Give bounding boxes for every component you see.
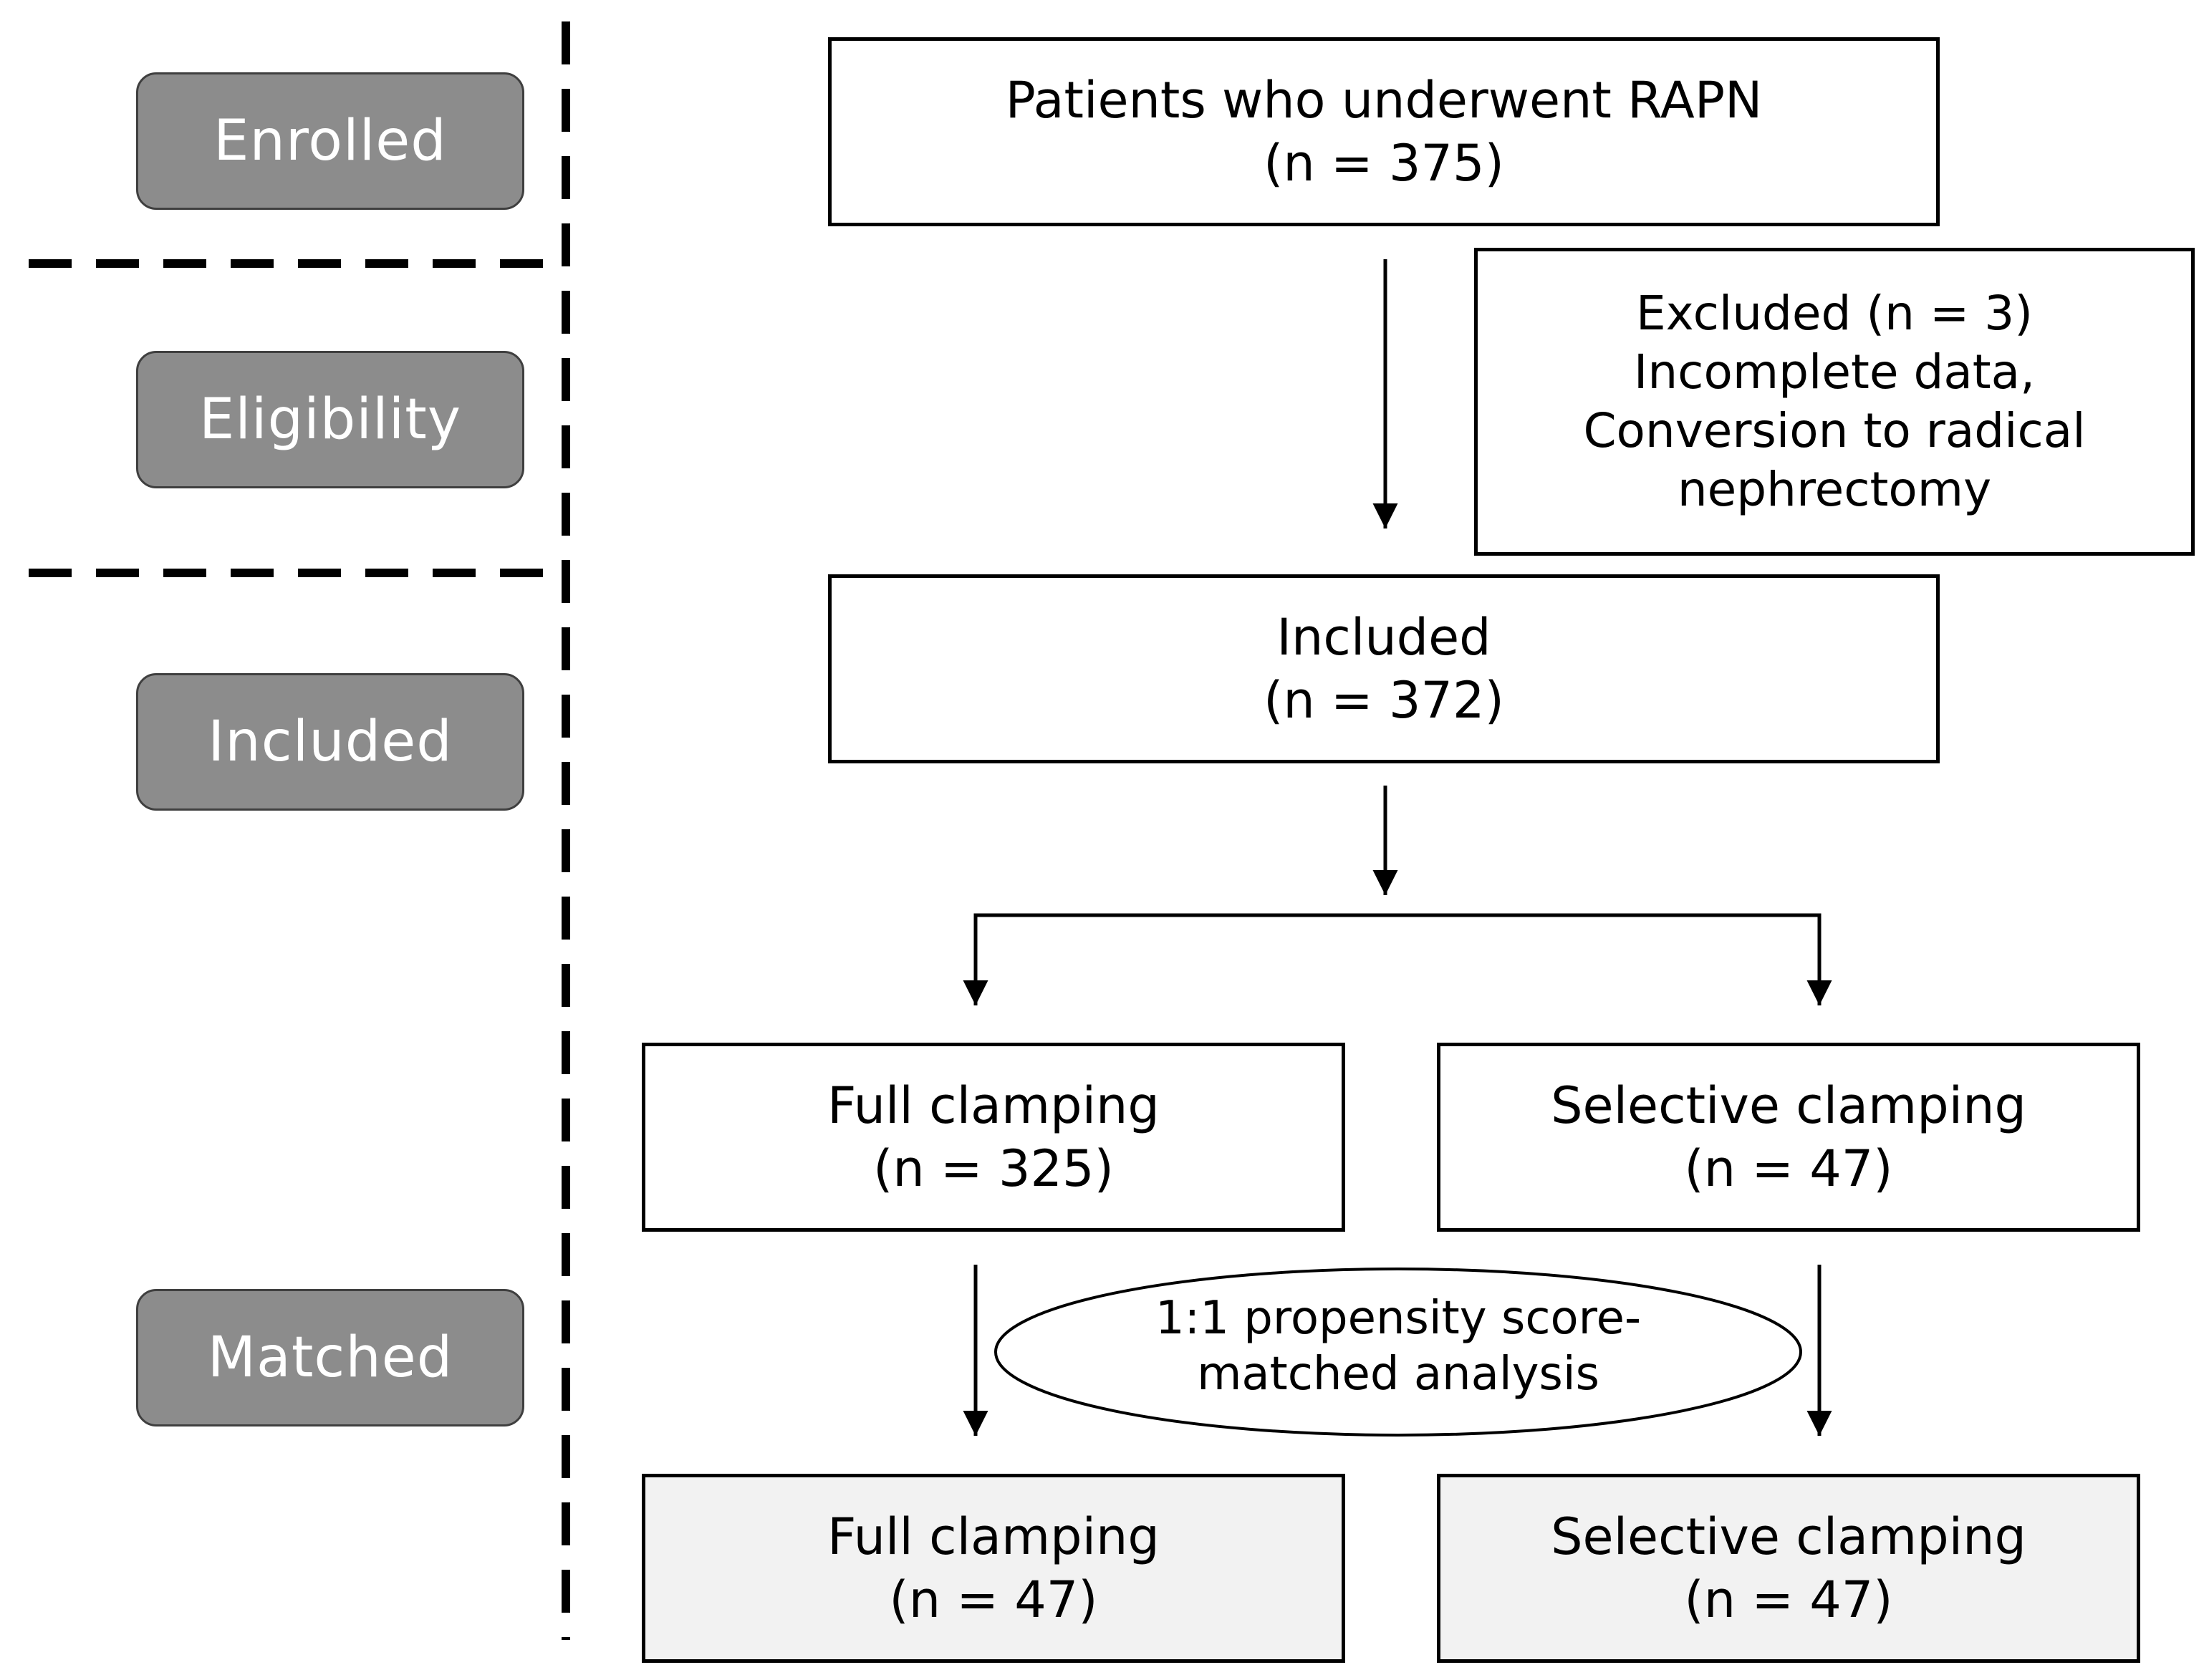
stage-matched-label: Matched: [207, 1326, 453, 1390]
box-matched-selective-title: Selective clamping: [1551, 1507, 2026, 1566]
psm-ellipse: [994, 1268, 1802, 1437]
stage-included: Included: [136, 673, 524, 811]
stage-enrolled-label: Enrolled: [213, 109, 447, 173]
box-full-clamping-count: (n = 325): [873, 1139, 1114, 1198]
psm-label: 1:1 propensity score- matched analysis: [997, 1264, 1799, 1429]
psm-label-line-2: matched analysis: [1197, 1348, 1599, 1401]
box-included-count: (n = 372): [1264, 671, 1504, 730]
box-rapn-patients: Patients who underwent RAPN (n = 375): [828, 37, 1940, 226]
box-matched-full-count: (n = 47): [889, 1570, 1098, 1629]
stage-eligibility: Eligibility: [136, 351, 524, 488]
box-matched-full-clamping: Full clamping (n = 47): [642, 1474, 1345, 1663]
box-matched-selective-clamping: Selective clamping (n = 47): [1437, 1474, 2140, 1663]
box-excluded: Excluded (n = 3) Incomplete data, Conver…: [1474, 248, 2195, 556]
box-excluded-reason-2: Conversion to radical: [1583, 403, 2086, 458]
box-included-title: Included: [1276, 608, 1491, 667]
box-rapn-count: (n = 375): [1264, 134, 1504, 193]
box-selective-clamping: Selective clamping (n = 47): [1437, 1043, 2140, 1232]
stage-matched: Matched: [136, 1289, 524, 1426]
split-connector: [973, 913, 1822, 1003]
box-selective-clamping-count: (n = 47): [1684, 1139, 1893, 1198]
box-rapn-title: Patients who underwent RAPN: [1005, 71, 1763, 130]
stage-included-label: Included: [208, 710, 453, 774]
psm-label-line-1: 1:1 propensity score-: [1155, 1292, 1642, 1345]
box-full-clamping-title: Full clamping: [827, 1076, 1160, 1135]
box-full-clamping: Full clamping (n = 325): [642, 1043, 1345, 1232]
box-excluded-reason-3: nephrectomy: [1677, 462, 1992, 517]
box-matched-selective-count: (n = 47): [1684, 1570, 1893, 1629]
box-matched-full-title: Full clamping: [827, 1507, 1160, 1566]
box-excluded-reason-1: Incomplete data,: [1633, 344, 2036, 400]
box-selective-clamping-title: Selective clamping: [1551, 1076, 2026, 1135]
box-excluded-title: Excluded (n = 3): [1635, 286, 2033, 341]
stage-enrolled: Enrolled: [136, 72, 524, 210]
box-included: Included (n = 372): [828, 574, 1940, 763]
stage-eligibility-label: Eligibility: [198, 387, 462, 452]
